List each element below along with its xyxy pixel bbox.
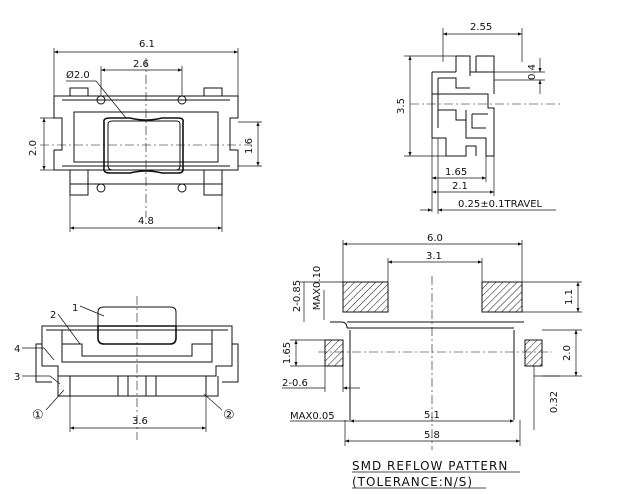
side-view: 2.55 0.4 3.5 1.65 2.1 0.25±0.1TRAVE [396, 22, 560, 214]
dim-outer-width: 6.0 [427, 233, 443, 244]
dim-small-pad-right: 2.0 [562, 345, 573, 361]
reflow-small-pad-right [524, 339, 543, 367]
callout-2: 2 [50, 310, 56, 321]
dim-terminal-pitch: 3.6 [132, 416, 148, 427]
reflow-pad-left [342, 281, 389, 313]
dim-overall: 5.8 [424, 430, 440, 441]
reflow-subtitle: (TOLERANCE:N/S) [352, 475, 473, 489]
callout-1: 1 [72, 303, 78, 314]
dim-top-width: 2.55 [470, 22, 492, 33]
reflow-title: SMD REFLOW PATTERN [352, 459, 508, 473]
front-view: 1 2 4 3 ① ② 3.6 [14, 296, 239, 440]
terminal-1-label: ① [32, 408, 44, 423]
reflow-pad-right [481, 281, 523, 313]
terminal-2-label: ② [223, 408, 235, 423]
dim-clearance: 0.32 [549, 391, 560, 413]
dim-plunger-height: 0.4 [527, 64, 538, 80]
reflow-pattern: 6.0 3.1 1.1 2-0.85 MAX0.10 1.6 [282, 233, 582, 489]
dim-body-depth: 1.65 [445, 167, 467, 178]
dim-max-bottom: MAX0.05 [290, 411, 335, 422]
dim-small-pad: 1.65 [282, 342, 293, 364]
top-view: 6.1 2.6 Ø2.0 2.0 1. [28, 39, 262, 232]
dim-tol-top: 2-0.85 [292, 280, 303, 312]
dim-total-height: 3.5 [396, 98, 407, 114]
dim-overall-width: 6.1 [139, 39, 155, 50]
dim-hole: 2-0.6 [282, 378, 308, 389]
reflow-small-pad-left [324, 339, 344, 367]
dim-hole-pitch: 2.6 [133, 59, 149, 70]
dim-pad-height: 1.1 [564, 289, 575, 305]
dim-hole-diameter: Ø2.0 [66, 69, 90, 81]
dim-inner-width: 3.1 [426, 251, 442, 262]
callout-4: 4 [14, 344, 20, 355]
dim-body-height: 2.0 [28, 140, 39, 156]
callout-3: 3 [14, 372, 20, 383]
dim-terminal-height: 1.6 [244, 138, 255, 154]
dim-body-width: 4.8 [138, 216, 154, 227]
dim-max-top: MAX0.10 [312, 266, 323, 311]
dim-base-depth: 2.1 [452, 181, 468, 192]
dim-travel: 0.25±0.1TRAVEL [458, 199, 543, 210]
dim-span: 5.1 [424, 410, 440, 421]
